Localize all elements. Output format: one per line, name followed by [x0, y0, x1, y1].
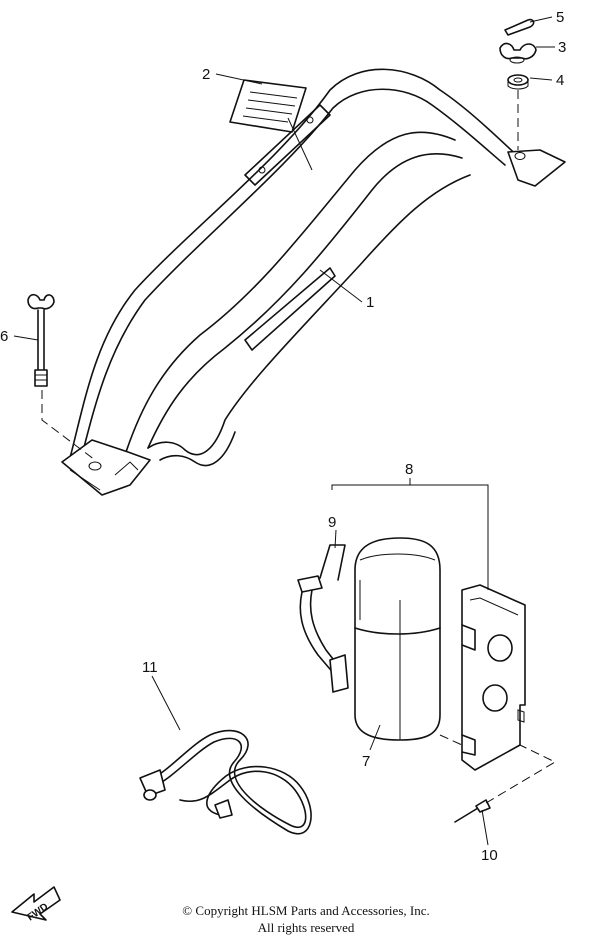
callout-2: 2	[202, 66, 210, 83]
copyright-line-2: All rights reserved	[257, 920, 355, 935]
callout-3: 3	[558, 39, 566, 56]
forward-arrow-icon: FWD	[11, 886, 61, 923]
wing-nut-part-3	[499, 42, 537, 64]
screw-centerline	[485, 744, 557, 804]
callout-8: 8	[405, 461, 413, 478]
cotter-pin-part-5	[504, 18, 535, 36]
decal-part-2	[229, 79, 307, 133]
bolt-centerline	[41, 390, 96, 461]
strap-part-9	[297, 544, 349, 693]
callout-6: 6	[0, 328, 8, 345]
callout-4: 4	[556, 72, 564, 89]
callout-9: 9	[328, 514, 336, 531]
leader-lines	[13, 16, 555, 846]
callout-1: 1	[366, 294, 374, 311]
callout-5: 5	[556, 9, 564, 26]
copyright-line-1: © Copyright HLSM Parts and Accessories, …	[182, 903, 430, 918]
reservoir-part-7	[354, 537, 441, 741]
callout-11: 11	[142, 659, 158, 676]
bolt-part-6	[27, 293, 55, 387]
callout-10: 10	[481, 847, 498, 864]
bracket-part-8	[461, 584, 526, 771]
hose-part-11	[139, 729, 312, 835]
callout-7: 7	[362, 753, 370, 770]
fender-part-1	[61, 68, 566, 496]
grommet-part-4	[507, 74, 529, 90]
screw-part-10	[454, 799, 491, 823]
strap-centerline	[439, 734, 463, 746]
